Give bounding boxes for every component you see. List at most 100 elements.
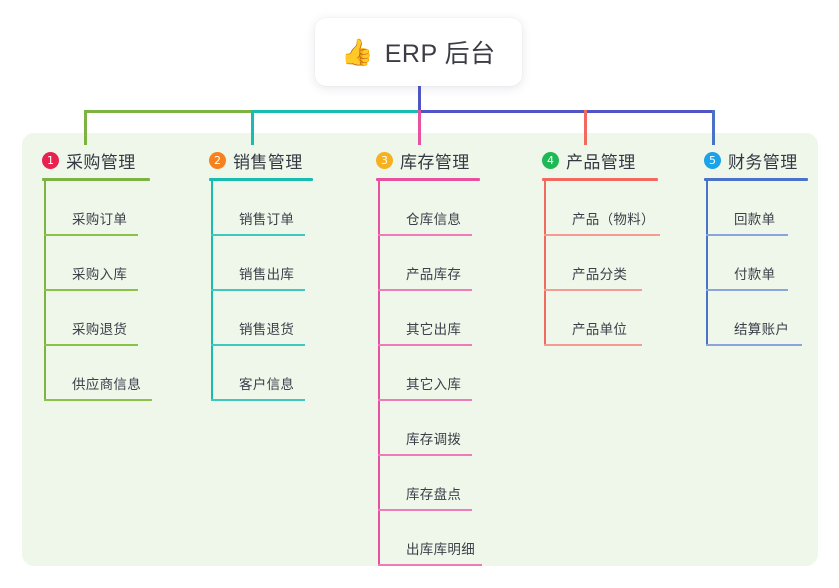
leaf-label: 其它入库 bbox=[406, 377, 462, 392]
leaf-spine-sales bbox=[211, 181, 213, 401]
list-item[interactable]: 结算账户 bbox=[706, 291, 808, 346]
leaf-rule bbox=[211, 399, 305, 401]
list-item[interactable]: 回款单 bbox=[706, 181, 808, 236]
column-product: 4 产品管理 产品（物料） 产品分类 产品单位 bbox=[542, 145, 660, 346]
leaf-label: 采购入库 bbox=[72, 267, 128, 282]
column-purchase: 1 采购管理 采购订单 采购入库 采购退货 供应商信息 bbox=[42, 145, 152, 401]
list-item[interactable]: 其它入库 bbox=[378, 346, 480, 401]
leaf-rule bbox=[211, 289, 305, 291]
column-header-product[interactable]: 4 产品管理 bbox=[542, 145, 658, 175]
leaf-label: 销售订单 bbox=[239, 212, 295, 227]
leaf-label: 采购订单 bbox=[72, 212, 128, 227]
leaf-rule bbox=[44, 344, 138, 346]
column-title-product: 产品管理 bbox=[566, 152, 636, 172]
leaf-label: 销售退货 bbox=[239, 322, 295, 337]
leaf-label: 产品分类 bbox=[572, 267, 628, 282]
list-item[interactable]: 库存盘点 bbox=[378, 456, 480, 511]
leaf-label: 采购退货 bbox=[72, 322, 128, 337]
list-item[interactable]: 出库库明细 bbox=[378, 511, 482, 566]
list-item[interactable]: 销售订单 bbox=[211, 181, 313, 236]
connector-bar-trunk bbox=[418, 110, 715, 113]
column-badge-2: 2 bbox=[209, 151, 226, 169]
drop-sales bbox=[251, 110, 254, 145]
list-item[interactable]: 其它出库 bbox=[378, 291, 480, 346]
leaf-label: 客户信息 bbox=[239, 377, 295, 392]
leaf-spine-finance bbox=[706, 181, 708, 346]
leaf-rule bbox=[211, 234, 305, 236]
leaf-rule bbox=[44, 289, 138, 291]
leaf-spine-product bbox=[544, 181, 546, 346]
column-rule-inventory bbox=[376, 178, 480, 181]
column-rule-sales bbox=[209, 178, 313, 181]
list-item[interactable]: 仓库信息 bbox=[378, 181, 480, 236]
list-item[interactable]: 销售退货 bbox=[211, 291, 313, 346]
leaf-label: 结算账户 bbox=[734, 322, 790, 337]
leaf-rule bbox=[378, 234, 472, 236]
leaf-list-purchase: 采购订单 采购入库 采购退货 供应商信息 bbox=[44, 181, 152, 401]
leaf-rule bbox=[378, 509, 472, 511]
column-sales: 2 销售管理 销售订单 销售出库 销售退货 客户信息 bbox=[209, 145, 313, 401]
list-item[interactable]: 采购入库 bbox=[44, 236, 150, 291]
leaf-rule bbox=[706, 289, 788, 291]
leaf-spine-inventory bbox=[378, 181, 380, 566]
list-item[interactable]: 供应商信息 bbox=[44, 346, 152, 401]
column-header-finance[interactable]: 5 财务管理 bbox=[704, 145, 808, 175]
column-badge-3: 3 bbox=[376, 151, 393, 169]
root-node[interactable]: 👍 ERP 后台 bbox=[315, 18, 522, 86]
list-item[interactable]: 销售出库 bbox=[211, 236, 313, 291]
leaf-rule bbox=[706, 344, 802, 346]
leaf-rule bbox=[378, 344, 472, 346]
column-title-sales: 销售管理 bbox=[233, 152, 303, 172]
connector-bar-sales bbox=[251, 110, 418, 113]
leaf-rule bbox=[544, 289, 642, 291]
leaf-list-finance: 回款单 付款单 结算账户 bbox=[706, 181, 808, 346]
column-title-inventory: 库存管理 bbox=[400, 152, 470, 172]
list-item[interactable]: 产品单位 bbox=[544, 291, 658, 346]
column-rule-product bbox=[542, 178, 658, 181]
column-rule-purchase bbox=[42, 178, 150, 181]
diagram-panel bbox=[22, 133, 818, 566]
leaf-list-product: 产品（物料） 产品分类 产品单位 bbox=[544, 181, 660, 346]
drop-finance bbox=[712, 110, 715, 145]
column-header-purchase[interactable]: 1 采购管理 bbox=[42, 145, 150, 175]
leaf-rule bbox=[378, 564, 482, 566]
column-inventory: 3 库存管理 仓库信息 产品库存 其它出库 其它入库 库存调拨 bbox=[376, 145, 482, 566]
drop-purchase bbox=[84, 110, 87, 145]
list-item[interactable]: 产品库存 bbox=[378, 236, 480, 291]
column-title-purchase: 采购管理 bbox=[66, 152, 136, 172]
column-badge-5: 5 bbox=[704, 151, 721, 169]
leaf-rule bbox=[544, 344, 642, 346]
leaf-rule bbox=[378, 399, 472, 401]
list-item[interactable]: 产品分类 bbox=[544, 236, 658, 291]
leaf-label: 供应商信息 bbox=[72, 377, 141, 392]
leaf-label: 仓库信息 bbox=[406, 212, 462, 227]
leaf-rule bbox=[44, 399, 152, 401]
list-item[interactable]: 产品（物料） bbox=[544, 181, 660, 236]
root-node-label: ERP 后台 bbox=[384, 40, 496, 68]
list-item[interactable]: 库存调拨 bbox=[378, 401, 480, 456]
list-item[interactable]: 采购退货 bbox=[44, 291, 150, 346]
list-item[interactable]: 付款单 bbox=[706, 236, 808, 291]
leaf-rule bbox=[544, 234, 660, 236]
column-badge-4: 4 bbox=[542, 151, 559, 169]
list-item[interactable]: 采购订单 bbox=[44, 181, 150, 236]
leaf-label: 销售出库 bbox=[239, 267, 295, 282]
leaf-label: 产品库存 bbox=[406, 267, 462, 282]
list-item[interactable]: 客户信息 bbox=[211, 346, 313, 401]
column-finance: 5 财务管理 回款单 付款单 结算账户 bbox=[704, 145, 808, 346]
column-header-inventory[interactable]: 3 库存管理 bbox=[376, 145, 480, 175]
column-header-sales[interactable]: 2 销售管理 bbox=[209, 145, 313, 175]
leaf-label: 产品单位 bbox=[572, 322, 628, 337]
leaf-list-inventory: 仓库信息 产品库存 其它出库 其它入库 库存调拨 库存盘点 bbox=[378, 181, 482, 566]
column-rule-finance bbox=[704, 178, 808, 181]
leaf-label: 付款单 bbox=[734, 267, 776, 282]
leaf-label: 产品（物料） bbox=[572, 212, 655, 227]
leaf-rule bbox=[378, 289, 472, 291]
drop-product bbox=[584, 110, 587, 145]
thumbs-up-icon: 👍 bbox=[341, 37, 374, 67]
leaf-label: 出库库明细 bbox=[406, 542, 475, 557]
drop-inventory bbox=[418, 110, 421, 145]
connector-bar-purchase bbox=[84, 110, 251, 113]
leaf-rule bbox=[706, 234, 788, 236]
